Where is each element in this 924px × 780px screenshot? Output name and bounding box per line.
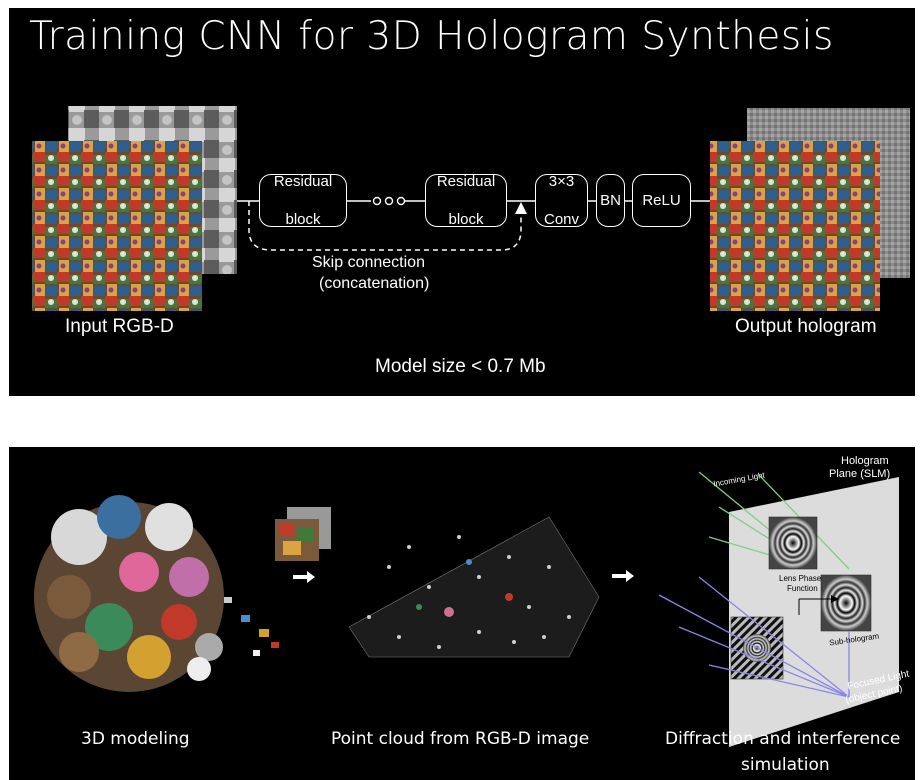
caption-diffraction-line2: simulation xyxy=(741,755,830,775)
skip-connection-path xyxy=(248,201,527,251)
cnn-training-panel: Training CNN for 3D Hologram Synthesis xyxy=(9,8,915,396)
output-hologram-image xyxy=(710,141,880,311)
output-hologram-label: Output hologram xyxy=(735,316,877,337)
model-size-label: Model size < 0.7 Mb xyxy=(375,356,546,377)
input-rgb-image xyxy=(32,141,202,311)
diffraction-diagram xyxy=(658,471,899,747)
skip-connection-sublabel: (concatenation) xyxy=(319,275,430,292)
caption-point-cloud: Point cloud from RGB-D image xyxy=(331,729,590,749)
lens-phase-label: Lens Phase xyxy=(779,574,822,583)
3d-model-pile xyxy=(34,495,279,692)
caption-diffraction: Diffraction and interference xyxy=(665,729,901,749)
hologram-pipeline-panel: Incoming Light Hologram Plane (SLM) Lens… xyxy=(9,447,915,780)
panel-title: Training CNN for 3D Hologram Synthesis xyxy=(29,14,834,59)
input-rgbd-label: Input RGB-D xyxy=(65,316,174,337)
sub-hologram-upper xyxy=(768,516,818,570)
arrow-right-icon xyxy=(612,570,634,582)
point-cloud xyxy=(348,516,600,658)
relu-block: ReLU xyxy=(632,174,691,227)
skip-connection-label: Skip connection xyxy=(312,254,425,271)
pipeline-graphics xyxy=(34,471,899,747)
arrow-right-icon xyxy=(293,571,315,583)
sub-hologram-right xyxy=(820,574,872,632)
cnn-diagram-graphics xyxy=(32,106,910,311)
hologram-plane-sublabel: Plane (SLM) xyxy=(829,468,891,480)
hologram-plane-label: Hologram xyxy=(841,455,889,467)
caption-3d-modeling: 3D modeling xyxy=(81,729,190,749)
bn-block: BN xyxy=(596,174,625,227)
lens-phase-sublabel: Function xyxy=(787,584,818,593)
